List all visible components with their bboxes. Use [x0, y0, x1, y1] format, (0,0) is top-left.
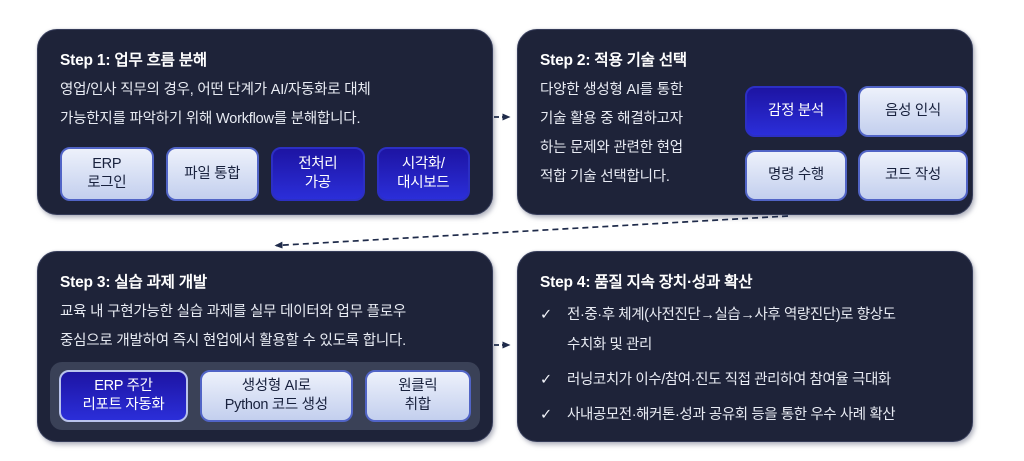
- arrow-step2-to-step3-icon: [274, 215, 789, 249]
- bullet-item: ✓ 사내공모전·해커톤·성과 공유회 등을 통한 우수 사례 확산: [540, 400, 950, 430]
- chip-erp-login: ERP 로그인: [60, 147, 154, 201]
- bullet-item: ✓ 러닝코치가 이수/참여·진도 직접 관리하여 참여율 극대화: [540, 365, 950, 395]
- check-icon: ✓: [540, 372, 553, 388]
- chip-sentiment-analysis: 감정 분석: [745, 86, 847, 137]
- step1-title: Step 1: 업무 흐름 분해: [60, 52, 207, 69]
- step3-title: Step 3: 실습 과제 개발: [60, 274, 207, 291]
- bullet-text-improvement-tracking: 전·중·후 체계(사전진단→실습→사후 역량진단)로 향상도 수치화 및 관리: [567, 307, 896, 353]
- chip-code-writing: 코드 작성: [858, 150, 968, 201]
- chip-speech-recognition: 음성 인식: [858, 86, 968, 137]
- step4-box: Step 4: 품질 지속 장치·성과 확산 ✓ 전·중·후 체계(사전진단→실…: [517, 251, 973, 442]
- bullet-item: ✓ 전·중·후 체계(사전진단→실습→사후 역량진단)로 향상도 수치화 및 관…: [540, 300, 950, 360]
- step1-description: 영업/인사 직무의 경우, 어떤 단계가 AI/자동화로 대체 가능한지를 파악…: [60, 82, 371, 127]
- bullet-text-best-practice-spread: 사내공모전·해커톤·성과 공유회 등을 통한 우수 사례 확산: [567, 407, 896, 423]
- step3-box: Step 3: 실습 과제 개발 교육 내 구현가능한 실습 과제를 실무 데이…: [37, 251, 493, 442]
- check-icon: ✓: [540, 407, 553, 423]
- chip-erp-weekly-report-automation: ERP 주간 리포트 자동화: [59, 370, 188, 422]
- chip-file-merge: 파일 통합: [165, 147, 259, 201]
- step3-chip-strip: ERP 주간 리포트 자동화 생성형 AI로 Python 코드 생성 원클릭 …: [50, 362, 480, 430]
- step4-title: Step 4: 품질 지속 장치·성과 확산: [540, 274, 753, 291]
- step2-box: Step 2: 적용 기술 선택 다양한 생성형 AI를 통한 기술 활용 중 …: [517, 29, 973, 215]
- step2-title: Step 2: 적용 기술 선택: [540, 52, 687, 69]
- chip-command-execution: 명령 수행: [745, 150, 847, 201]
- step2-description: 다양한 생성형 AI를 통한 기술 활용 중 해결하고자 하는 문제와 관련한 …: [540, 82, 684, 185]
- chip-one-click-merge: 원클릭 취합: [364, 370, 471, 422]
- step1-box: Step 1: 업무 흐름 분해 영업/인사 직무의 경우, 어떤 단계가 AI…: [37, 29, 493, 215]
- chip-preprocessing: 전처리 가공: [271, 147, 365, 201]
- step3-description: 교육 내 구현가능한 실습 과제를 실무 데이터와 업무 플로우 중심으로 개발…: [60, 304, 406, 349]
- step1-chip-row: ERP 로그인 파일 통합 전처리 가공 시각화/ 대시보드: [60, 147, 470, 201]
- chip-visualization-dashboard: 시각화/ 대시보드: [376, 147, 470, 201]
- step2-chip-grid: 감정 분석 음성 인식 명령 수행 코드 작성: [745, 86, 968, 201]
- check-icon: ✓: [540, 307, 553, 323]
- chip-genai-python-code: 생성형 AI로 Python 코드 생성: [199, 370, 353, 422]
- bullet-text-learning-coach: 러닝코치가 이수/참여·진도 직접 관리하여 참여율 극대화: [567, 372, 891, 388]
- step4-bullet-list: ✓ 전·중·후 체계(사전진단→실습→사후 역량진단)로 향상도 수치화 및 관…: [540, 300, 950, 430]
